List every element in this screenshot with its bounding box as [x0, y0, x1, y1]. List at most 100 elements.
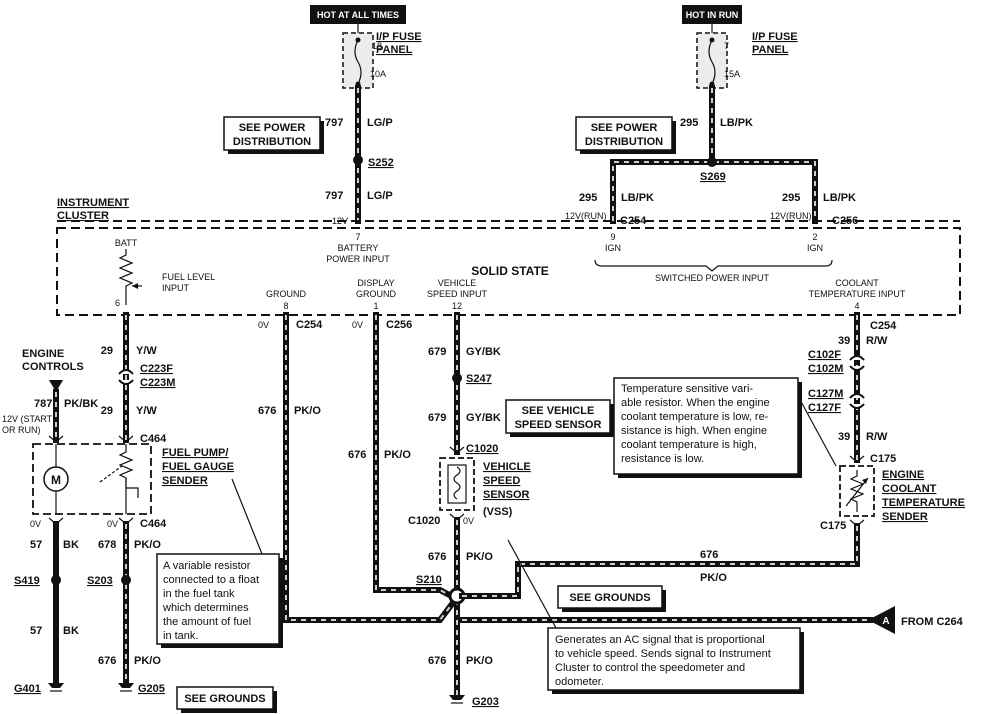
fuel-note-line: connected to a float: [163, 574, 259, 586]
fuse-panel-left-line2: PANEL: [376, 44, 413, 56]
connector-c256-display: C256: [386, 319, 412, 331]
ign-9: IGN: [605, 243, 621, 253]
fuel-sender-note: A variable resistor connected to a float…: [156, 478, 283, 648]
fuel-note-line: the amount of fuel: [163, 616, 251, 628]
connector-c464-top: C464: [140, 433, 167, 445]
wire-39-bottom-color: R/W: [866, 431, 888, 443]
fuel-note-line: which determines: [162, 602, 249, 614]
see-vss-line2: SPEED SENSOR: [515, 419, 602, 431]
temp-note-line: resistance is low.: [621, 453, 704, 465]
connector-c223f: C223F: [140, 363, 173, 375]
connector-c127f: C127F: [808, 402, 841, 414]
wire-29-top-color: Y/W: [136, 345, 157, 357]
see-grounds-bottom-label: SEE GROUNDS: [184, 693, 265, 705]
fuse-panel-right-line2: PANEL: [752, 44, 789, 56]
connector-c175-top: C175: [870, 453, 896, 465]
twelve-v-start-line2: OR RUN): [2, 425, 41, 435]
pin-9: 9: [610, 232, 615, 242]
engine-controls-line1: ENGINE: [22, 348, 64, 360]
coolant-temp-input-line1: COOLANT: [835, 278, 879, 288]
wire-676-ect: [459, 523, 860, 599]
pin-6: 6: [115, 298, 120, 308]
see-vehicle-speed-sensor[interactable]: SEE VEHICLE SPEED SENSOR: [505, 399, 614, 437]
pin-2: 2: [812, 232, 817, 242]
see-power-left-line2: DISTRIBUTION: [233, 136, 311, 148]
wire-676-vss-color: PK/O: [466, 551, 493, 563]
wire-295-left-color: LB/PK: [621, 192, 654, 204]
engine-controls-line2: CONTROLS: [22, 361, 84, 373]
twelve-v-start-line1: 12V (START: [2, 414, 53, 424]
connector-c254-ground: C254: [296, 319, 323, 331]
motor-symbol: M: [51, 473, 61, 487]
battery-power-input-line2: POWER INPUT: [326, 254, 390, 264]
fuel-note-line: in tank.: [163, 630, 198, 642]
ect-line1: ENGINE: [882, 469, 924, 481]
pin-1: 1: [373, 301, 378, 311]
hot-in-run-label: HOT IN RUN: [686, 10, 739, 20]
connector-c175-bottom: C175: [820, 520, 846, 532]
cluster-title-line1: INSTRUMENT: [57, 197, 129, 209]
switched-power-bracket: [594, 259, 833, 272]
ground-g205-icon: [118, 683, 134, 692]
see-power-distribution-left[interactable]: SEE POWER DISTRIBUTION: [223, 116, 324, 154]
connector-c223-icon: [118, 369, 134, 385]
fuel-level-input-line1: FUEL LEVEL: [162, 272, 215, 282]
display-ground-line1: DISPLAY: [357, 278, 394, 288]
wire-39-top-number: 39: [838, 335, 850, 347]
wire-676-display: [373, 312, 460, 603]
cluster-12v: 12V: [332, 216, 348, 226]
see-grounds-bottom[interactable]: SEE GROUNDS: [176, 686, 277, 713]
ign-2: IGN: [807, 243, 823, 253]
connector-c1020-bottom: C1020: [408, 515, 440, 527]
see-power-distribution-right[interactable]: SEE POWER DISTRIBUTION: [575, 116, 676, 154]
ect-line3: TEMPERATURE: [882, 497, 965, 509]
wire-676-ground-number: 676: [258, 405, 276, 417]
vehicle-speed-input-line2: SPEED INPUT: [427, 289, 488, 299]
vss-note-line: Generates an AC signal that is proportio…: [555, 634, 765, 646]
see-vss-line1: SEE VEHICLE: [522, 405, 595, 417]
wire-676-g205-number: 676: [98, 655, 116, 667]
wire-57-bottom-number: 57: [30, 625, 42, 637]
display-ground-line2: GROUND: [356, 289, 396, 299]
wire-676-vss-number: 676: [428, 551, 446, 563]
wire-676-display-color: PK/O: [384, 449, 411, 461]
see-power-right-line1: SEE POWER: [591, 122, 658, 134]
flag-a: A: [882, 616, 889, 627]
wire-797-bottom-color: LG/P: [367, 190, 393, 202]
wire-29-bottom-number: 29: [101, 405, 113, 417]
fuse-icon: [354, 39, 362, 85]
wire-676-ground-color: PK/O: [294, 405, 321, 417]
ground-label: GROUND: [266, 289, 306, 299]
hot-at-all-times-source: HOT AT ALL TIMES: [310, 5, 406, 24]
ground-g401: G401: [14, 683, 41, 695]
vss-title-line3: SENSOR: [483, 489, 530, 501]
vss-note-line: Cluster to control the speedometer and: [555, 662, 745, 674]
vss-note: Generates an AC signal that is proportio…: [507, 539, 804, 694]
wire-39-top-color: R/W: [866, 335, 888, 347]
wire-679-top-number: 679: [428, 346, 446, 358]
wire-678-number: 678: [98, 539, 116, 551]
wire-787-color: PK/BK: [64, 398, 98, 410]
flag-a-icon: [868, 606, 895, 634]
wire-57-top-color: BK: [63, 539, 79, 551]
see-power-left-line1: SEE POWER: [239, 122, 306, 134]
coil-icon: [453, 466, 461, 500]
wire-676-bottom-color: PK/O: [466, 655, 493, 667]
wire-29-top-number: 29: [101, 345, 113, 357]
see-grounds-mid[interactable]: SEE GROUNDS: [557, 585, 666, 612]
connector-c254-ect: C254: [870, 320, 897, 332]
from-c264-label: FROM C264: [901, 616, 964, 628]
temp-note-line: Temperature sensitive vari-: [621, 383, 753, 395]
ov-vss: 0V: [463, 516, 474, 526]
wire-29-bottom-color: Y/W: [136, 405, 157, 417]
wire-295-right-number: 295: [782, 192, 800, 204]
